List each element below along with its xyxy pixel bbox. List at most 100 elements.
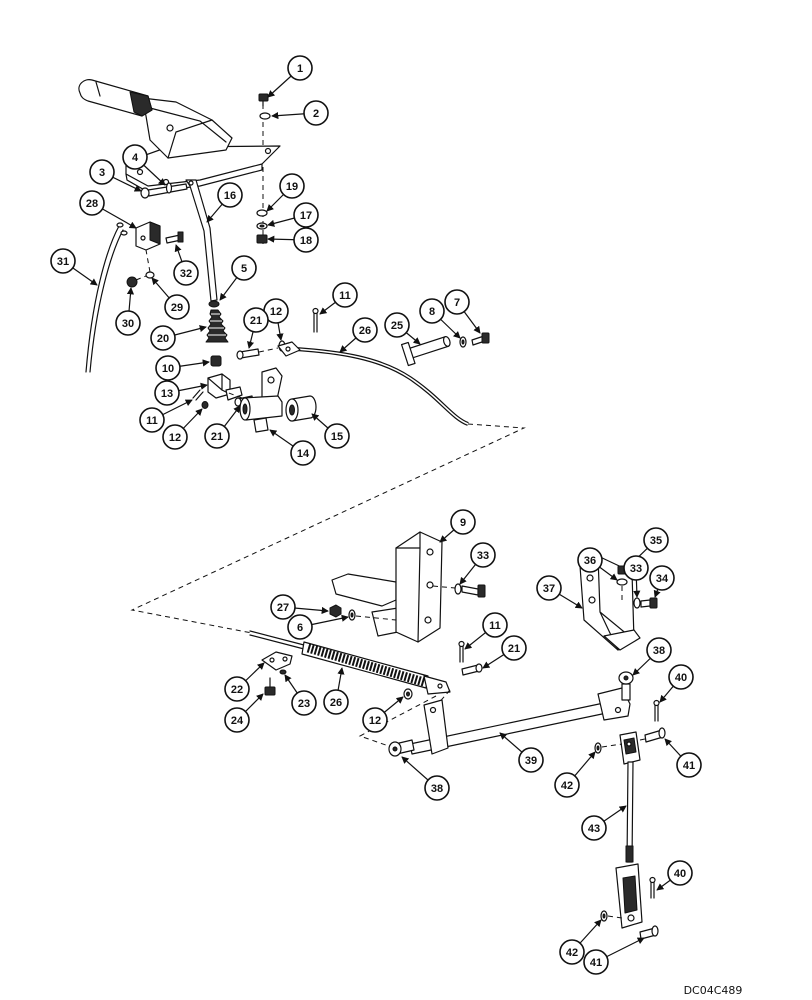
- washer: [259, 112, 271, 120]
- split-pin: [192, 389, 204, 401]
- callout-8: 8: [419, 298, 461, 339]
- clevis-pin: [639, 925, 659, 940]
- callout-41: 41: [583, 937, 645, 975]
- callout-number: 42: [561, 780, 573, 792]
- callout-number: 38: [431, 783, 443, 795]
- rubber-boot: [205, 309, 229, 343]
- bolt: [640, 597, 658, 609]
- rod-end: [618, 671, 634, 701]
- adjuster-rod: [615, 731, 643, 929]
- callout-number: 5: [241, 263, 247, 275]
- callout-number: 12: [169, 432, 181, 444]
- callout-30: 30: [115, 287, 141, 336]
- bolt: [258, 93, 269, 107]
- split-pin: [653, 699, 660, 722]
- washer: [600, 910, 608, 922]
- callout-number: 13: [161, 388, 173, 400]
- callout-2: 2: [271, 100, 329, 126]
- alignment-line: [601, 738, 646, 748]
- callout-24: 24: [224, 693, 264, 733]
- clevis-pin: [644, 727, 666, 743]
- callout-28: 28: [79, 190, 137, 229]
- alignment-line: [432, 585, 456, 589]
- callout-number: 24: [231, 715, 244, 727]
- pivot-pin: [400, 336, 451, 367]
- clevis-pin: [236, 348, 260, 360]
- alignment-line: [135, 249, 151, 281]
- bolt: [264, 677, 276, 696]
- callout-31: 31: [50, 248, 98, 286]
- cross-shaft: [409, 687, 631, 755]
- washer: [145, 271, 155, 279]
- callout-number: 29: [171, 302, 183, 314]
- callout-number: 14: [297, 448, 310, 460]
- washer: [459, 336, 467, 348]
- callout-43: 43: [581, 805, 627, 841]
- lower-assembly: [249, 531, 666, 940]
- split-pin: [649, 876, 656, 899]
- washer: [201, 401, 209, 409]
- callout-15: 15: [311, 413, 350, 449]
- callout-40: 40: [656, 860, 693, 891]
- cable-clamp: [261, 651, 293, 671]
- callout-11: 11: [139, 399, 193, 433]
- callout-number: 36: [584, 555, 596, 567]
- callout-number: 8: [429, 306, 435, 318]
- callout-number: 41: [590, 957, 602, 969]
- callout-16: 16: [206, 182, 243, 223]
- callout-number: 35: [650, 535, 662, 547]
- nut: [256, 234, 268, 244]
- callout-12: 12: [362, 696, 404, 733]
- callouts: 1 2 3 4 16 19 17 18 28 31 32 5 29 30 11 …: [50, 55, 702, 975]
- bolt: [461, 584, 486, 598]
- upper-assembly: [78, 79, 490, 433]
- callout-40: 40: [659, 664, 694, 703]
- callout-26: 26: [323, 667, 349, 715]
- callout-number: 41: [683, 760, 695, 772]
- washer: [165, 182, 173, 194]
- clevis-block: [207, 373, 243, 401]
- callout-number: 37: [543, 583, 555, 595]
- washer: [256, 209, 268, 217]
- callout-36: 36: [577, 547, 618, 581]
- callout-number: 23: [298, 698, 310, 710]
- switch-bolt: [165, 231, 184, 244]
- washer: [616, 578, 628, 586]
- callout-number: 21: [250, 315, 262, 327]
- nut: [329, 604, 342, 618]
- callout-number: 18: [300, 235, 312, 247]
- callout-1: 1: [267, 55, 313, 98]
- callout-number: 28: [86, 198, 98, 210]
- callout-number: 25: [391, 320, 403, 332]
- callout-number: 20: [157, 333, 169, 345]
- callout-29: 29: [151, 277, 190, 320]
- callout-number: 12: [369, 715, 381, 727]
- callout-number: 10: [162, 363, 174, 375]
- callout-32: 32: [173, 244, 199, 286]
- rod-end: [388, 739, 415, 757]
- bushing: [285, 395, 317, 422]
- callout-number: 40: [675, 672, 687, 684]
- callout-38: 38: [401, 756, 450, 801]
- callout-number: 17: [300, 210, 312, 222]
- alignment-line: [258, 347, 279, 353]
- nut: [126, 276, 138, 288]
- callout-27: 27: [270, 594, 329, 620]
- callout-number: 6: [297, 622, 303, 634]
- callout-9: 9: [439, 509, 476, 543]
- bolt: [471, 332, 490, 346]
- callout-number: 38: [653, 645, 665, 657]
- callout-number: 11: [489, 620, 501, 632]
- callout-42: 42: [554, 751, 596, 798]
- callout-4: 4: [122, 144, 166, 186]
- callout-number: 43: [588, 823, 600, 835]
- nut: [210, 355, 222, 367]
- callout-number: 9: [460, 517, 466, 529]
- cable-route-line: [130, 423, 526, 634]
- clevis-pin: [461, 663, 483, 676]
- callout-38: 38: [632, 637, 672, 676]
- callout-number: 19: [286, 181, 298, 193]
- callout-11: 11: [464, 612, 508, 650]
- wiring-harness: [85, 222, 128, 373]
